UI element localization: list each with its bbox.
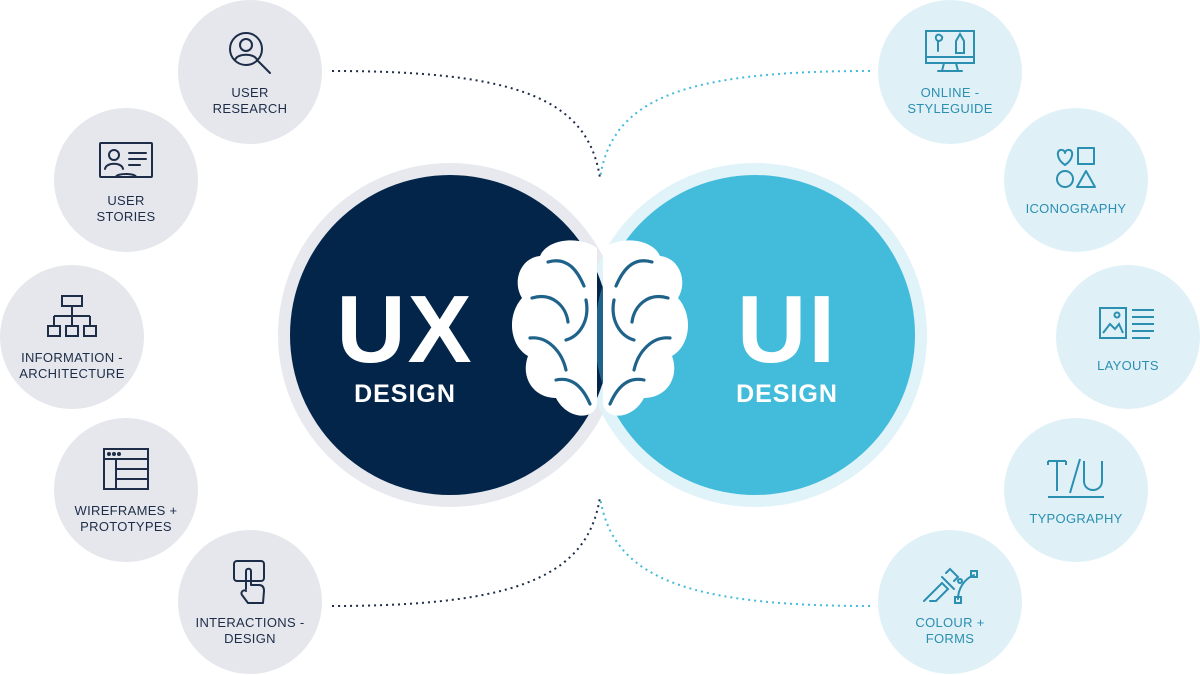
- ux-connector-bottom: [331, 496, 601, 607]
- ui-title: UI: [737, 276, 837, 383]
- ux-node-interactions-design: INTERACTIONS - DESIGN: [178, 530, 322, 674]
- ux-design-label: UX DESIGN: [330, 276, 480, 409]
- brain-icon: [511, 240, 689, 416]
- user-stories-icon: [99, 142, 153, 178]
- node-label: INFORMATION - ARCHITECTURE: [19, 350, 125, 381]
- ui-design-label: UI DESIGN: [712, 276, 862, 409]
- shapes-icon: [1056, 147, 1096, 188]
- ux-subtitle: DESIGN: [354, 380, 456, 408]
- styleguide-monitor-icon: [925, 30, 975, 72]
- ui-node-online-styleguide: ONLINE - STYLEGUIDE: [878, 0, 1022, 144]
- ux-circle: [290, 175, 610, 495]
- node-label: USER STORIES: [96, 193, 156, 224]
- user-research-icon: [229, 32, 271, 74]
- node-label: INTERACTIONS - DESIGN: [195, 615, 305, 646]
- ui-node-colour-forms: COLOUR + FORMS: [878, 530, 1022, 674]
- ux-node-wireframes-prototypes: WIREFRAMES + PROTOTYPES: [54, 418, 198, 562]
- wireframe-icon: [103, 448, 149, 490]
- node-label: ICONOGRAPHY: [1025, 201, 1127, 216]
- node-label: ONLINE - STYLEGUIDE: [907, 85, 993, 116]
- node-label: WIREFRAMES + PROTOTYPES: [74, 503, 178, 534]
- ui-connector-top: [599, 70, 871, 179]
- ui-node-layouts: LAYOUTS: [1056, 265, 1200, 409]
- ux-connector-top: [331, 70, 601, 179]
- node-label: TYPOGRAPHY: [1029, 511, 1123, 526]
- connector-lines: [331, 70, 871, 607]
- node-label: USER RESEARCH: [212, 85, 288, 116]
- ux-node-user-research: USER RESEARCH: [178, 0, 322, 144]
- ui-connector-bottom: [599, 496, 871, 607]
- ux-node-information-architecture: INFORMATION - ARCHITECTURE: [0, 265, 144, 409]
- pen-tool-icon: [923, 567, 978, 604]
- sitemap-icon: [47, 295, 97, 337]
- layout-icon: [1099, 307, 1154, 339]
- ui-subtitle: DESIGN: [736, 380, 838, 408]
- node-label: LAYOUTS: [1097, 358, 1159, 373]
- ui-node-typography: TYPOGRAPHY: [1004, 418, 1148, 562]
- typography-icon: [1047, 458, 1104, 498]
- ui-node-iconography: ICONOGRAPHY: [1004, 108, 1148, 252]
- ux-title: UX: [336, 276, 474, 383]
- ui-circle: [595, 175, 915, 495]
- node-label: COLOUR + FORMS: [915, 615, 985, 646]
- tap-gesture-icon: [233, 560, 265, 604]
- ux-node-user-stories: USER STORIES: [54, 108, 198, 252]
